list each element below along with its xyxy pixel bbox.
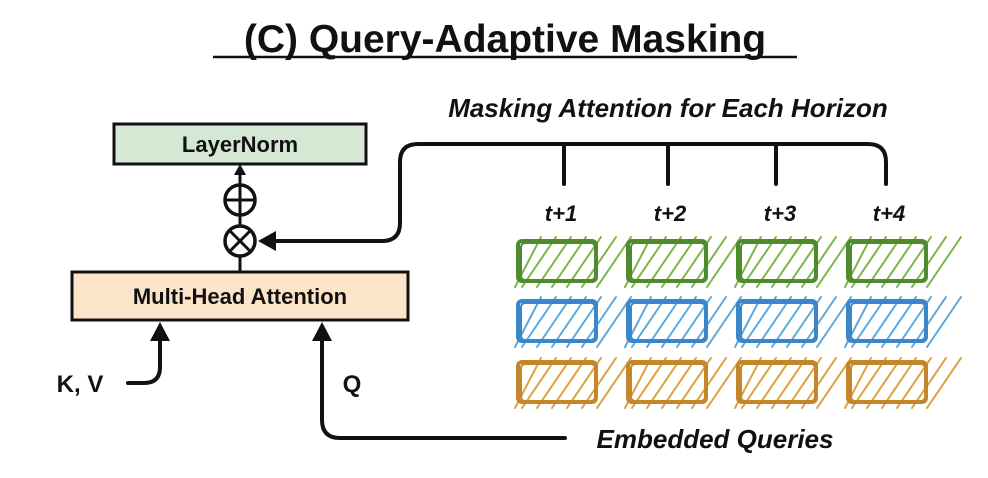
query-cell-orange-4	[844, 357, 962, 409]
layernorm-label: LayerNorm	[182, 132, 298, 157]
q-label: Q	[343, 371, 362, 398]
query-cell-orange-1	[514, 357, 632, 409]
multi-head-attention-block: Multi-Head Attention	[70, 270, 410, 322]
kv-input-arrow	[126, 322, 170, 385]
query-cell-green-2	[624, 236, 742, 288]
layernorm-arrowhead	[234, 164, 246, 175]
layernorm-block: LayerNorm	[112, 122, 368, 166]
masking-connector	[258, 142, 888, 251]
query-cell-blue-2	[624, 296, 742, 348]
multiply-arrowhead	[258, 231, 276, 251]
figure-title: (C) Query-Adaptive Masking	[244, 18, 766, 61]
query-cell-green-1	[514, 236, 632, 288]
embedded-queries-label: Embedded Queries	[597, 424, 834, 454]
query-cell-blue-4	[844, 296, 962, 348]
multi-head-attention-box	[70, 270, 410, 322]
multi-head-attention-label: Multi-Head Attention	[133, 284, 347, 309]
multiply-operator	[223, 224, 257, 258]
horizon-label-t1: t+1	[545, 201, 577, 226]
horizon-label-t3: t+3	[764, 201, 796, 226]
horizon-label-t4: t+4	[873, 201, 905, 226]
kv-label: K, V	[57, 371, 104, 398]
query-cell-orange-3	[734, 357, 852, 409]
query-cell-green-4	[844, 236, 962, 288]
query-input-arrow	[312, 322, 567, 440]
query-cell-orange-2	[624, 357, 742, 409]
query-cell-green-3	[734, 236, 852, 288]
embedded-query-grid	[514, 236, 962, 409]
query-cell-blue-3	[734, 296, 852, 348]
masking-attention-label: Masking Attention for Each Horizon	[448, 93, 888, 123]
query-cell-blue-1	[514, 296, 632, 348]
add-operator	[223, 183, 257, 217]
horizon-label-t2: t+2	[654, 201, 687, 226]
